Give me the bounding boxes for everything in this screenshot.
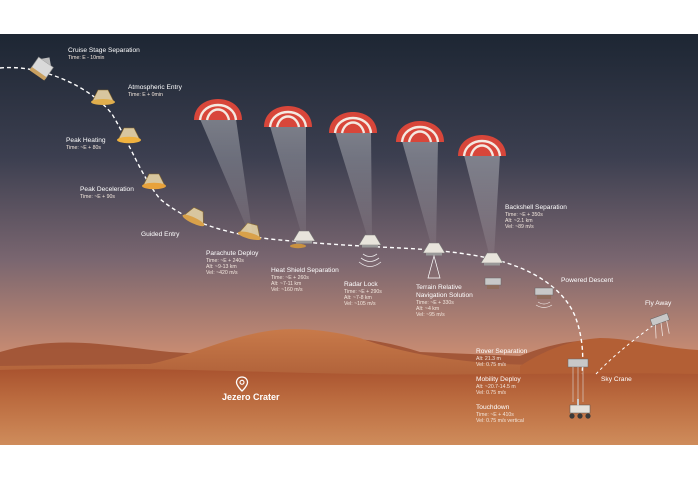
rover-icon: [569, 399, 591, 419]
backshell-heatshield-icon: [292, 230, 316, 244]
capsule-entry-icon: [91, 89, 115, 105]
parachute-2-icon: [264, 106, 312, 236]
phase-guided-label: Guided Entry: [141, 231, 180, 238]
phase-heating-label: Peak Heating Time: ~E + 80s: [66, 137, 106, 151]
phase-radar-label: Radar Lock Time: ~E + 290s Alt: ~7-8 km …: [344, 281, 382, 308]
phase-skycrane-label: Sky Crane: [601, 376, 632, 383]
phase-cruise-label: Cruise Stage Separation Time: E - 10min: [68, 47, 140, 61]
trajectory-path: [0, 66, 584, 375]
scene-background: [0, 34, 698, 445]
parachute-3-icon: [329, 112, 377, 239]
location-label: Jezero Crater: [222, 392, 280, 402]
flyaway-stage-icon: [649, 312, 670, 339]
capsule-guided-icon: [182, 207, 205, 227]
location-pin-icon: [235, 376, 249, 392]
parachute-5-icon: [458, 135, 506, 258]
phase-powered-label: Powered Descent: [561, 277, 614, 284]
powered-descent-icon: [534, 287, 554, 308]
phase-rover-sep-label: Rover Separation Alt: 21.3 m Vel: 0.75 m…: [476, 348, 528, 368]
capsule-decel-icon: [142, 173, 166, 190]
backshell-radar-icon: [358, 234, 382, 248]
phase-touchdown-label: Touchdown Time: ~E + 410s Vel: 0.75 m/s …: [476, 404, 524, 424]
parachute-4-icon: [396, 121, 444, 248]
radar-waves-icon: [358, 253, 382, 267]
trn-camera-cone-icon: [427, 254, 441, 279]
phase-parachute-label: Parachute Deploy Time: ~E + 240s Alt: ~9…: [206, 250, 259, 277]
backshell-trn-icon: [422, 242, 446, 256]
phase-entry-label: Atmospheric Entry Time: E + 0min: [128, 84, 182, 98]
phase-mobility-label: Mobility Deploy Alt: ~20.7-14.5 m Vel: 0…: [476, 376, 521, 396]
cruise-stage-icon: [29, 56, 54, 81]
skycrane-icon: [567, 358, 589, 402]
parachute-1-icon: [194, 99, 252, 233]
heatshield-falling-icon: [290, 243, 306, 249]
phase-backshell-label: Backshell Separation Time: ~E + 350s Alt…: [505, 204, 567, 231]
flyaway-path: [595, 323, 656, 375]
backshell-separation-icon: [480, 252, 504, 266]
capsule-heating-icon: [117, 127, 141, 144]
phase-flyaway-label: Fly Away: [645, 300, 672, 307]
descent-stage-icon: [484, 277, 502, 289]
edl-diagram: Jezero Crater Cruise Stage Separation Ti…: [0, 34, 698, 445]
phase-decel-label: Peak Deceleration Time: ~E + 90s: [80, 186, 134, 200]
phase-trn-label: Terrain Relative Navigation Solution Tim…: [416, 284, 473, 318]
phase-heatshield-label: Heat Shield Separation Time: ~E + 260s A…: [271, 267, 339, 294]
